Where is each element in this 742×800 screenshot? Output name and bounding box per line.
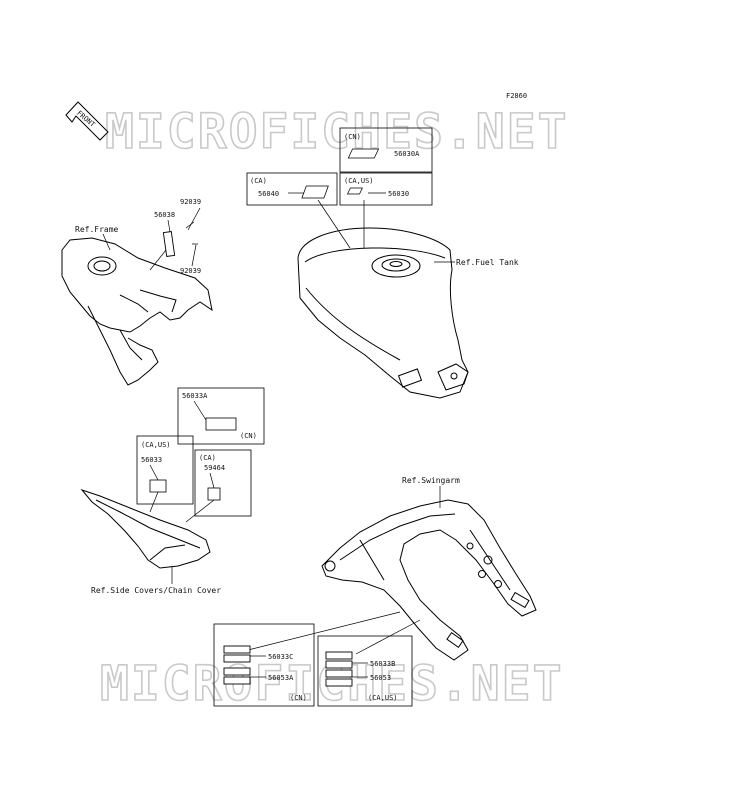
sticker-56040 <box>301 185 329 199</box>
region-cn-swingarm: (CN) <box>290 694 307 702</box>
sticker-56033B <box>325 651 353 660</box>
box-ca-59464 <box>194 449 252 517</box>
part-56053A-label: 56053A <box>268 674 294 682</box>
sticker-56038 <box>162 231 176 257</box>
sticker-56033B-b <box>325 660 353 669</box>
leader-swingarm-cn <box>247 611 401 651</box>
ref-side-covers-label: Ref.Side Covers/Chain Cover <box>91 586 221 595</box>
part-56033A-label: 56033A <box>182 392 208 400</box>
region-ca-us-sidecover: (CA,US) <box>141 441 171 449</box>
sticker-56053-b <box>325 678 353 687</box>
leader-swingarm-ca-us <box>355 619 421 655</box>
sticker-56033A <box>205 417 237 431</box>
fuel-tank-drawing <box>297 227 469 399</box>
ref-swingarm-label: Ref.Swingarm <box>402 476 460 485</box>
box-cn-56030A <box>339 127 433 173</box>
region-ca-tank: (CA) <box>250 177 267 185</box>
part-56040-label: 56040 <box>258 190 279 198</box>
sticker-56033C-b <box>223 654 251 663</box>
part-56030-label: 56030 <box>388 190 409 198</box>
swingarm-drawing <box>321 499 537 661</box>
part-56030A-label: 56030A <box>394 150 420 158</box>
frame-ref-leader <box>102 233 111 251</box>
leader-frame-sticker <box>149 249 167 271</box>
leader-56033A <box>193 400 207 421</box>
part-92039-top-label: 92039 <box>180 198 201 206</box>
region-cn-tank: (CN) <box>344 133 361 141</box>
part-56038-label: 56038 <box>154 211 175 219</box>
sticker-56053A <box>223 667 251 676</box>
part-56053-label: 56053 <box>370 674 391 682</box>
part-59464-label: 59464 <box>204 464 225 472</box>
region-ca-us-swingarm: (CA,US) <box>368 694 398 702</box>
box-ca-us-56033 <box>136 435 194 505</box>
part-92039-bottom-label: 92039 <box>180 267 201 275</box>
watermark-top: MICROFICHES.NET <box>105 104 568 160</box>
box-ca-us-56033B-56053 <box>317 635 413 707</box>
part-56033-label: 56033 <box>141 456 162 464</box>
leader-sidecover-59464 <box>185 499 215 523</box>
part-56033B-label: 56033B <box>370 660 395 668</box>
box-cn-56033C-56053A <box>213 623 315 707</box>
part-56033C-label: 56033C <box>268 653 293 661</box>
region-ca-sidecover: (CA) <box>199 454 216 462</box>
side-cover-drawing <box>80 488 211 569</box>
sticker-56033 <box>149 479 167 493</box>
leader-92039-top <box>187 207 201 231</box>
region-ca-us-tank: (CA,US) <box>344 177 374 185</box>
sticker-56033C <box>223 645 251 654</box>
figure-code: F2860 <box>506 92 527 100</box>
ref-fuel-tank-label: Ref.Fuel Tank <box>456 258 519 267</box>
leader-56038 <box>167 219 171 233</box>
leader-56033 <box>149 464 159 481</box>
box-ca-us-56030 <box>339 172 433 206</box>
sticker-56053 <box>325 669 353 678</box>
box-ca-56040 <box>246 172 338 206</box>
leader-59464 <box>209 472 215 489</box>
leader-sidecover-56033 <box>149 491 159 513</box>
leader-92039-bottom <box>191 244 197 267</box>
box-cn-56033A <box>177 387 265 445</box>
leader-tank-56040 <box>317 199 351 249</box>
ref-frame-label: Ref.Frame <box>75 225 119 234</box>
clip-92039-icon <box>185 221 198 245</box>
frame-drawing <box>61 237 213 386</box>
sticker-59464 <box>207 487 221 501</box>
sticker-56053A-b <box>223 676 251 685</box>
sticker-56030A <box>347 148 380 159</box>
sticker-56030 <box>346 187 363 195</box>
region-cn-sidecover: (CN) <box>240 432 257 440</box>
front-arrow-icon: FRONT <box>65 101 109 141</box>
